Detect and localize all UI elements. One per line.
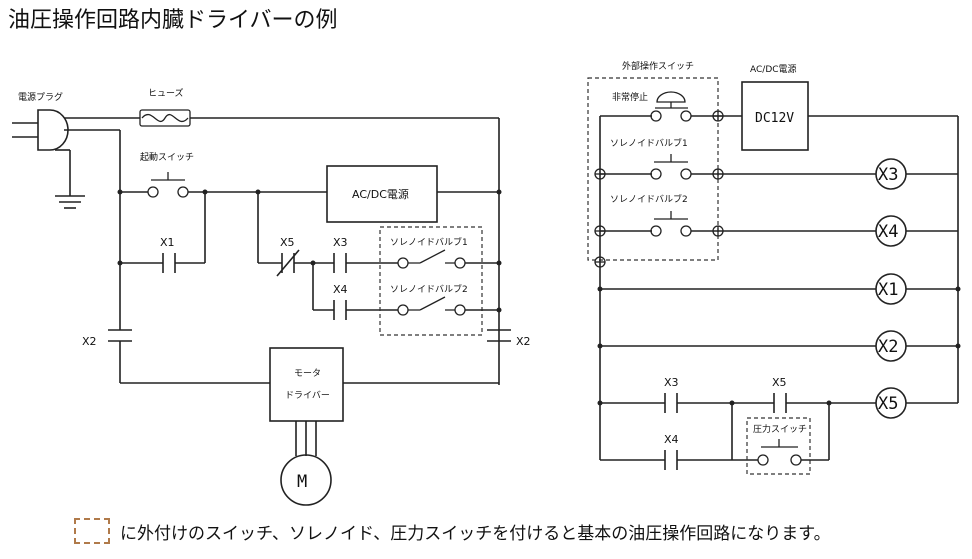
- right-circuit: 外部操作スイッチ 非常停止 ソレノイドバルブ1 ソレノイドバルブ2 AC/DC電…: [587, 60, 961, 475]
- start-switch-label: 起動スイッチ: [140, 152, 194, 163]
- footer-text: に外付けのスイッチ、ソレノイド、圧力スイッチを付けると基本の油圧操作回路になりま…: [120, 523, 831, 544]
- right-contact-x4-label: X4: [664, 433, 679, 446]
- pressure-switch-label: 圧力スイッチ: [753, 423, 807, 435]
- right-contact-x3-label: X3: [664, 376, 679, 389]
- motor-icon: [280, 454, 332, 506]
- pressure-switch-box: [746, 417, 811, 475]
- coil-x3-label: X3: [878, 165, 898, 185]
- coil-x1-label: X1: [878, 280, 898, 300]
- external-switch-box: [587, 77, 719, 261]
- motor-driver-label-2: ドライバー: [285, 390, 330, 401]
- estop-label: 非常停止: [612, 91, 648, 103]
- contact-x3-label: X3: [333, 236, 348, 249]
- coil-x5-label: X5: [878, 394, 898, 414]
- dashed-box-legend: [74, 518, 110, 544]
- left-circuit: 電源プラグ ヒューズ 起動スイッチ: [12, 87, 531, 506]
- contact-x4-label: X4: [333, 283, 348, 296]
- motor-label: M: [297, 472, 307, 492]
- power-plug-icon: [12, 109, 69, 151]
- fuse-icon: [139, 109, 191, 127]
- sol1-label: ソレノイドバルブ1: [390, 236, 468, 248]
- acdc-psu-box: [326, 165, 438, 223]
- ext-switch-label: 外部操作スイッチ: [622, 60, 694, 72]
- footer-note: に外付けのスイッチ、ソレノイド、圧力スイッチを付けると基本の油圧操作回路になりま…: [74, 516, 831, 546]
- psu-value: DC12V: [755, 111, 794, 126]
- right-contact-x5-label: X5: [772, 376, 787, 389]
- contact-x5-label: X5: [280, 236, 295, 249]
- ground-icon: [55, 149, 85, 209]
- start-switch: [120, 172, 327, 198]
- psu-label: AC/DC電源: [352, 187, 409, 201]
- coil-x4-label: X4: [878, 222, 898, 242]
- solenoid-valve-2: [397, 296, 466, 316]
- plug-label: 電源プラグ: [18, 91, 63, 103]
- coil-x2-label: X2: [878, 337, 898, 357]
- emergency-stop-switch: [650, 91, 692, 122]
- external-solenoid-box: [379, 226, 483, 336]
- page-title: 油圧操作回路内臓ドライバーの例: [8, 8, 338, 33]
- sol2-label: ソレノイドバルブ2: [390, 283, 468, 295]
- contact-x1-label: X1: [160, 236, 175, 249]
- motor-driver-box: [269, 347, 344, 422]
- right-sol1-label: ソレノイドバルブ1: [610, 137, 688, 149]
- contact-x2-right-label: X2: [516, 335, 531, 348]
- fuse-label: ヒューズ: [148, 87, 184, 99]
- motor-driver-label-1: モータ: [294, 368, 321, 379]
- solenoid-valve-1: [397, 249, 466, 269]
- right-sol2-label: ソレノイドバルブ2: [610, 193, 688, 205]
- right-psu-label: AC/DC電源: [750, 64, 797, 75]
- pressure-switch: [757, 439, 802, 466]
- circuit-diagram: 電源プラグ ヒューズ 起動スイッチ: [12, 60, 961, 506]
- contact-x2-left-label: X2: [82, 335, 97, 348]
